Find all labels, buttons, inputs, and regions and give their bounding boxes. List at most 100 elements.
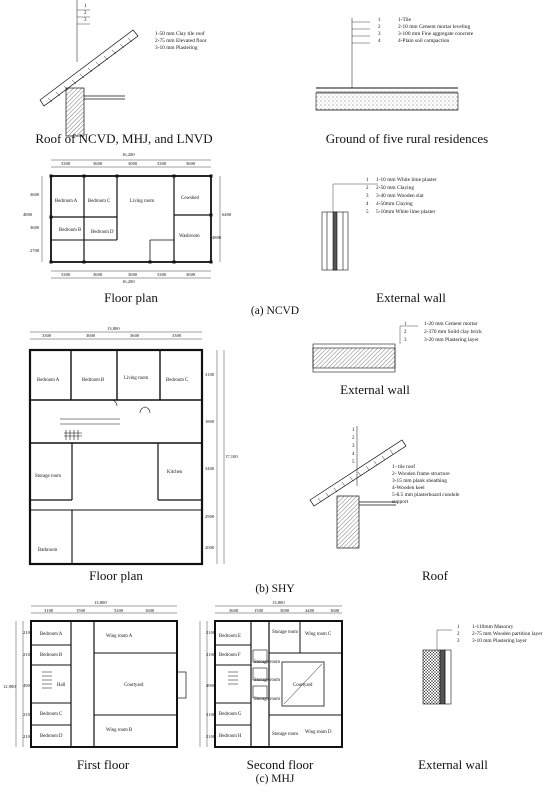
mhj-wall-number-1: 1 bbox=[457, 625, 460, 630]
ncvd-wall-layer-1: 1-10 mm White lime plaster bbox=[376, 177, 437, 183]
shy-floor-caption: Floor plan bbox=[89, 568, 143, 583]
mhj-f2-dim-left-4: 2100 bbox=[206, 712, 216, 717]
ncvd-wall-number-3: 3 bbox=[366, 194, 369, 199]
mhj-f2-room-storage-5: Storage room bbox=[272, 732, 298, 737]
mhj-f2-dim-total-top: 13,800 bbox=[272, 600, 285, 605]
ground-layer-number-2: 2 bbox=[378, 25, 381, 30]
ncvd-room-washroom: Washroom bbox=[179, 234, 200, 239]
mhj-f2-room-bedroom-h: Bedroom H bbox=[219, 734, 242, 739]
ncvd-room-bedroom-d: Bedroom D bbox=[91, 230, 114, 235]
ncvd-wall-detail bbox=[321, 183, 378, 271]
shy-dim-right-4: 2900 bbox=[205, 514, 215, 519]
shy-dim-right-3: 3400 bbox=[205, 466, 215, 471]
mhj-f2-dim-left-2: 2100 bbox=[206, 652, 216, 657]
ncvd-roof-layer-1: 1-50 mm Clay tile roof bbox=[155, 31, 205, 37]
ncvd-ground-caption: Ground of five rural residences bbox=[325, 131, 489, 146]
mhj-wall-layer-2: 2-75 mm Wooden partition layer bbox=[472, 631, 543, 637]
shy-roof-number-1: 1 bbox=[352, 428, 355, 433]
mhj-second-floor-plan bbox=[199, 605, 343, 748]
mhj-f1-dim-left-4: 2100 bbox=[23, 712, 33, 717]
shy-roof-number-3: 3 bbox=[352, 444, 355, 449]
mhj-f1-room-hall: Hall bbox=[57, 683, 66, 688]
ncvd-ground-layer-2: 2-10 mm Cement mortar leveling bbox=[398, 24, 471, 30]
ncvd-dim-top-1: 3300 bbox=[61, 161, 71, 166]
shy-roof-layer-4: 4-Wooden keel bbox=[392, 485, 425, 491]
mhj-f2-room-storage-1: Storage room bbox=[272, 630, 298, 635]
ncvd-dim-bottom-2: 3600 bbox=[93, 272, 103, 277]
shy-roof-layer-3: 3-15 mm plank sheathing bbox=[392, 478, 447, 484]
mhj-f1-dim-top-4: 1600 bbox=[145, 608, 155, 613]
ncvd-dim-bottom-3: 3000 bbox=[128, 272, 138, 277]
mhj-f1-dim-left-5: 2100 bbox=[23, 734, 33, 739]
ncvd-dim-left-2: 3600 bbox=[30, 225, 40, 230]
shy-dim-right-5: 2000 bbox=[205, 545, 215, 550]
shy-room-bedroom-b: Bedroom B bbox=[82, 378, 105, 383]
mhj-wall-number-2: 2 bbox=[457, 632, 460, 637]
mhj-f1-dim-top-2: 1500 bbox=[76, 608, 86, 613]
ncvd-dim-bottom-4: 3300 bbox=[157, 272, 167, 277]
ncvd-wall-number-1: 1 bbox=[366, 178, 369, 183]
mhj-f1-room-wing-b: Wing room B bbox=[106, 728, 133, 733]
shy-room-bedroom-c: Bedroom C bbox=[166, 378, 189, 383]
shy-dim-top-1: 3300 bbox=[42, 333, 52, 338]
roof-layer-number-2: 2 bbox=[84, 11, 87, 16]
shy-room-storage: Storage room bbox=[35, 474, 61, 479]
mhj-f1-dim-left-1: 2100 bbox=[23, 630, 33, 635]
ncvd-dim-top-4: 3300 bbox=[157, 161, 167, 166]
mhj-f2-dim-top-4: 4400 bbox=[305, 608, 315, 613]
ground-layer-number-3: 3 bbox=[378, 32, 381, 37]
mhj-f1-dim-top-3: 5200 bbox=[114, 608, 124, 613]
mhj-f1-dim-left-3: 4900 bbox=[23, 683, 33, 688]
shy-wall-detail bbox=[312, 325, 418, 373]
mhj-wall-layer-1: 1-110mm Masonry bbox=[472, 624, 514, 630]
shy-roof-layer-5: 5-8.5 mm plasterboard condole bbox=[392, 492, 460, 498]
shy-room-bedroom-a: Bedroom A bbox=[37, 378, 60, 383]
shy-room-living: Living room bbox=[124, 376, 149, 381]
ncvd-roof-layer-2: 2-75 mm Elevated floor bbox=[155, 38, 207, 44]
ncvd-dim-right-2: 4800 bbox=[212, 235, 222, 240]
shy-wall-layer-1: 1-20 mm Cement mortar bbox=[424, 321, 478, 327]
ground-layer-number-4: 4 bbox=[378, 39, 381, 44]
mhj-f2-dim-top-5: 1600 bbox=[330, 608, 340, 613]
ncvd-roof-detail bbox=[39, 0, 139, 137]
mhj-f2-dim-left-5: 2100 bbox=[206, 734, 216, 739]
shy-dim-top-3: 3600 bbox=[130, 333, 140, 338]
mhj-second-floor-caption: Second floor bbox=[246, 757, 314, 772]
shy-roof-detail bbox=[309, 426, 407, 549]
ncvd-ground-detail bbox=[315, 18, 459, 111]
ncvd-dim-right-1: 6400 bbox=[222, 212, 232, 217]
ncvd-wall-number-4: 4 bbox=[366, 202, 369, 207]
ncvd-room-living: Living room bbox=[130, 199, 155, 204]
shy-wall-layer-2: 2-370 mm Solid clay brick bbox=[424, 329, 482, 335]
mhj-f1-room-wing-a: Wing room A bbox=[106, 634, 133, 639]
mhj-f1-dim-total-top: 13,800 bbox=[94, 600, 107, 605]
mhj-f2-dim-left-3: 4900 bbox=[206, 683, 216, 688]
mhj-wall-detail bbox=[422, 629, 452, 705]
ncvd-wall-caption: External wall bbox=[376, 290, 446, 305]
shy-roof-caption: Roof bbox=[422, 568, 448, 583]
shy-dim-top-4: 3300 bbox=[172, 333, 182, 338]
mhj-f2-room-bedroom-f: Bedroom F bbox=[219, 653, 241, 658]
ncvd-dim-top-2: 3600 bbox=[93, 161, 103, 166]
ncvd-room-bedroom-b: Bedroom B bbox=[59, 228, 82, 233]
ncvd-wall-layer-4: 4-50mm Claying bbox=[376, 201, 413, 207]
shy-wall-number-3: 3 bbox=[404, 338, 407, 343]
mhj-f2-dim-left-1: 2100 bbox=[206, 630, 216, 635]
mhj-f2-dim-top-2: 1500 bbox=[254, 608, 264, 613]
ncvd-wall-number-5: 5 bbox=[366, 210, 369, 215]
ground-layer-number-1: 1 bbox=[378, 18, 381, 23]
mhj-f1-dim-left-total: 12,900 bbox=[3, 684, 16, 689]
shy-wall-number-2: 2 bbox=[404, 330, 407, 335]
shy-roof-number-4: 4 bbox=[352, 452, 355, 457]
shy-roof-number-5: 5 bbox=[352, 460, 355, 465]
shy-room-kitchen: Kitchen bbox=[167, 470, 183, 475]
ncvd-ground-layer-1: 1-Tile bbox=[398, 17, 411, 23]
shy-room-bathroom: Bathroom bbox=[38, 548, 58, 553]
ncvd-ground-layer-3: 3-100 mm Fine aggregate concrete bbox=[398, 31, 474, 37]
ncvd-dim-top-3: 3000 bbox=[128, 161, 138, 166]
mhj-f2-room-bedroom-g: Bedroom G bbox=[219, 712, 242, 717]
shy-roof-layer-2: 2- Wooden frame structure bbox=[392, 471, 450, 477]
shy-dim-right-1: 3100 bbox=[205, 372, 215, 377]
shy-roof-number-2: 2 bbox=[352, 436, 355, 441]
